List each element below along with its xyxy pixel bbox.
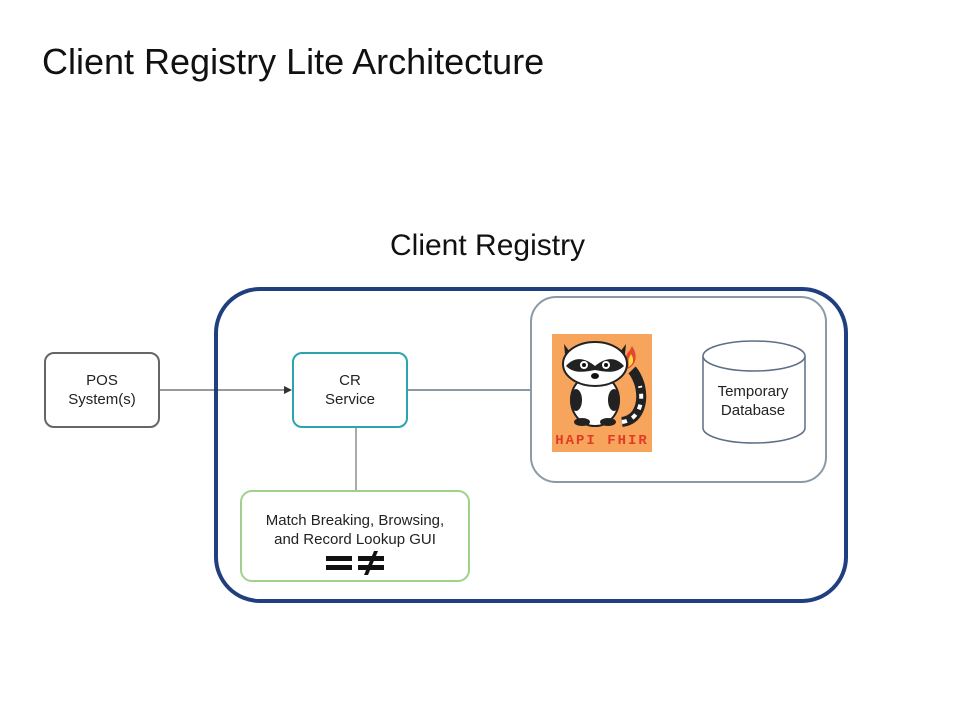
temporary-database-label: Temporary Database [703,382,803,420]
slide-title: Client Registry Lite Architecture [42,41,545,82]
pos-label-line-2: System(s) [68,391,136,408]
not-equals-icon [358,551,384,575]
pos-label-line-1: POS [86,372,118,389]
client-registry-title: Client Registry [390,229,586,262]
db-label-line-1: Temporary [717,383,789,400]
cr-label-line-2: Service [324,391,376,408]
match-icons [325,551,385,575]
hapi-fhir-logo: HAPI FHIR [552,334,652,452]
gui-label-line-2: and Record Lookup GUI [274,531,436,548]
client-registry-container [214,287,848,603]
pos-systems-node: POS System(s) [44,352,160,428]
db-label-line-2: Database [720,402,786,419]
match-gui-node: Match Breaking, Browsing, and Record Loo… [240,490,470,582]
cr-label-line-1: CR [339,372,361,389]
raccoon-icon [562,341,647,427]
equals-icon [326,556,352,570]
hapi-fhir-logo-text: HAPI FHIR [555,433,649,449]
gui-label-line-1: Match Breaking, Browsing, [265,512,445,529]
cr-service-node: CR Service [292,352,408,428]
fhir-storage-container [530,296,827,483]
database-icon [702,340,806,444]
